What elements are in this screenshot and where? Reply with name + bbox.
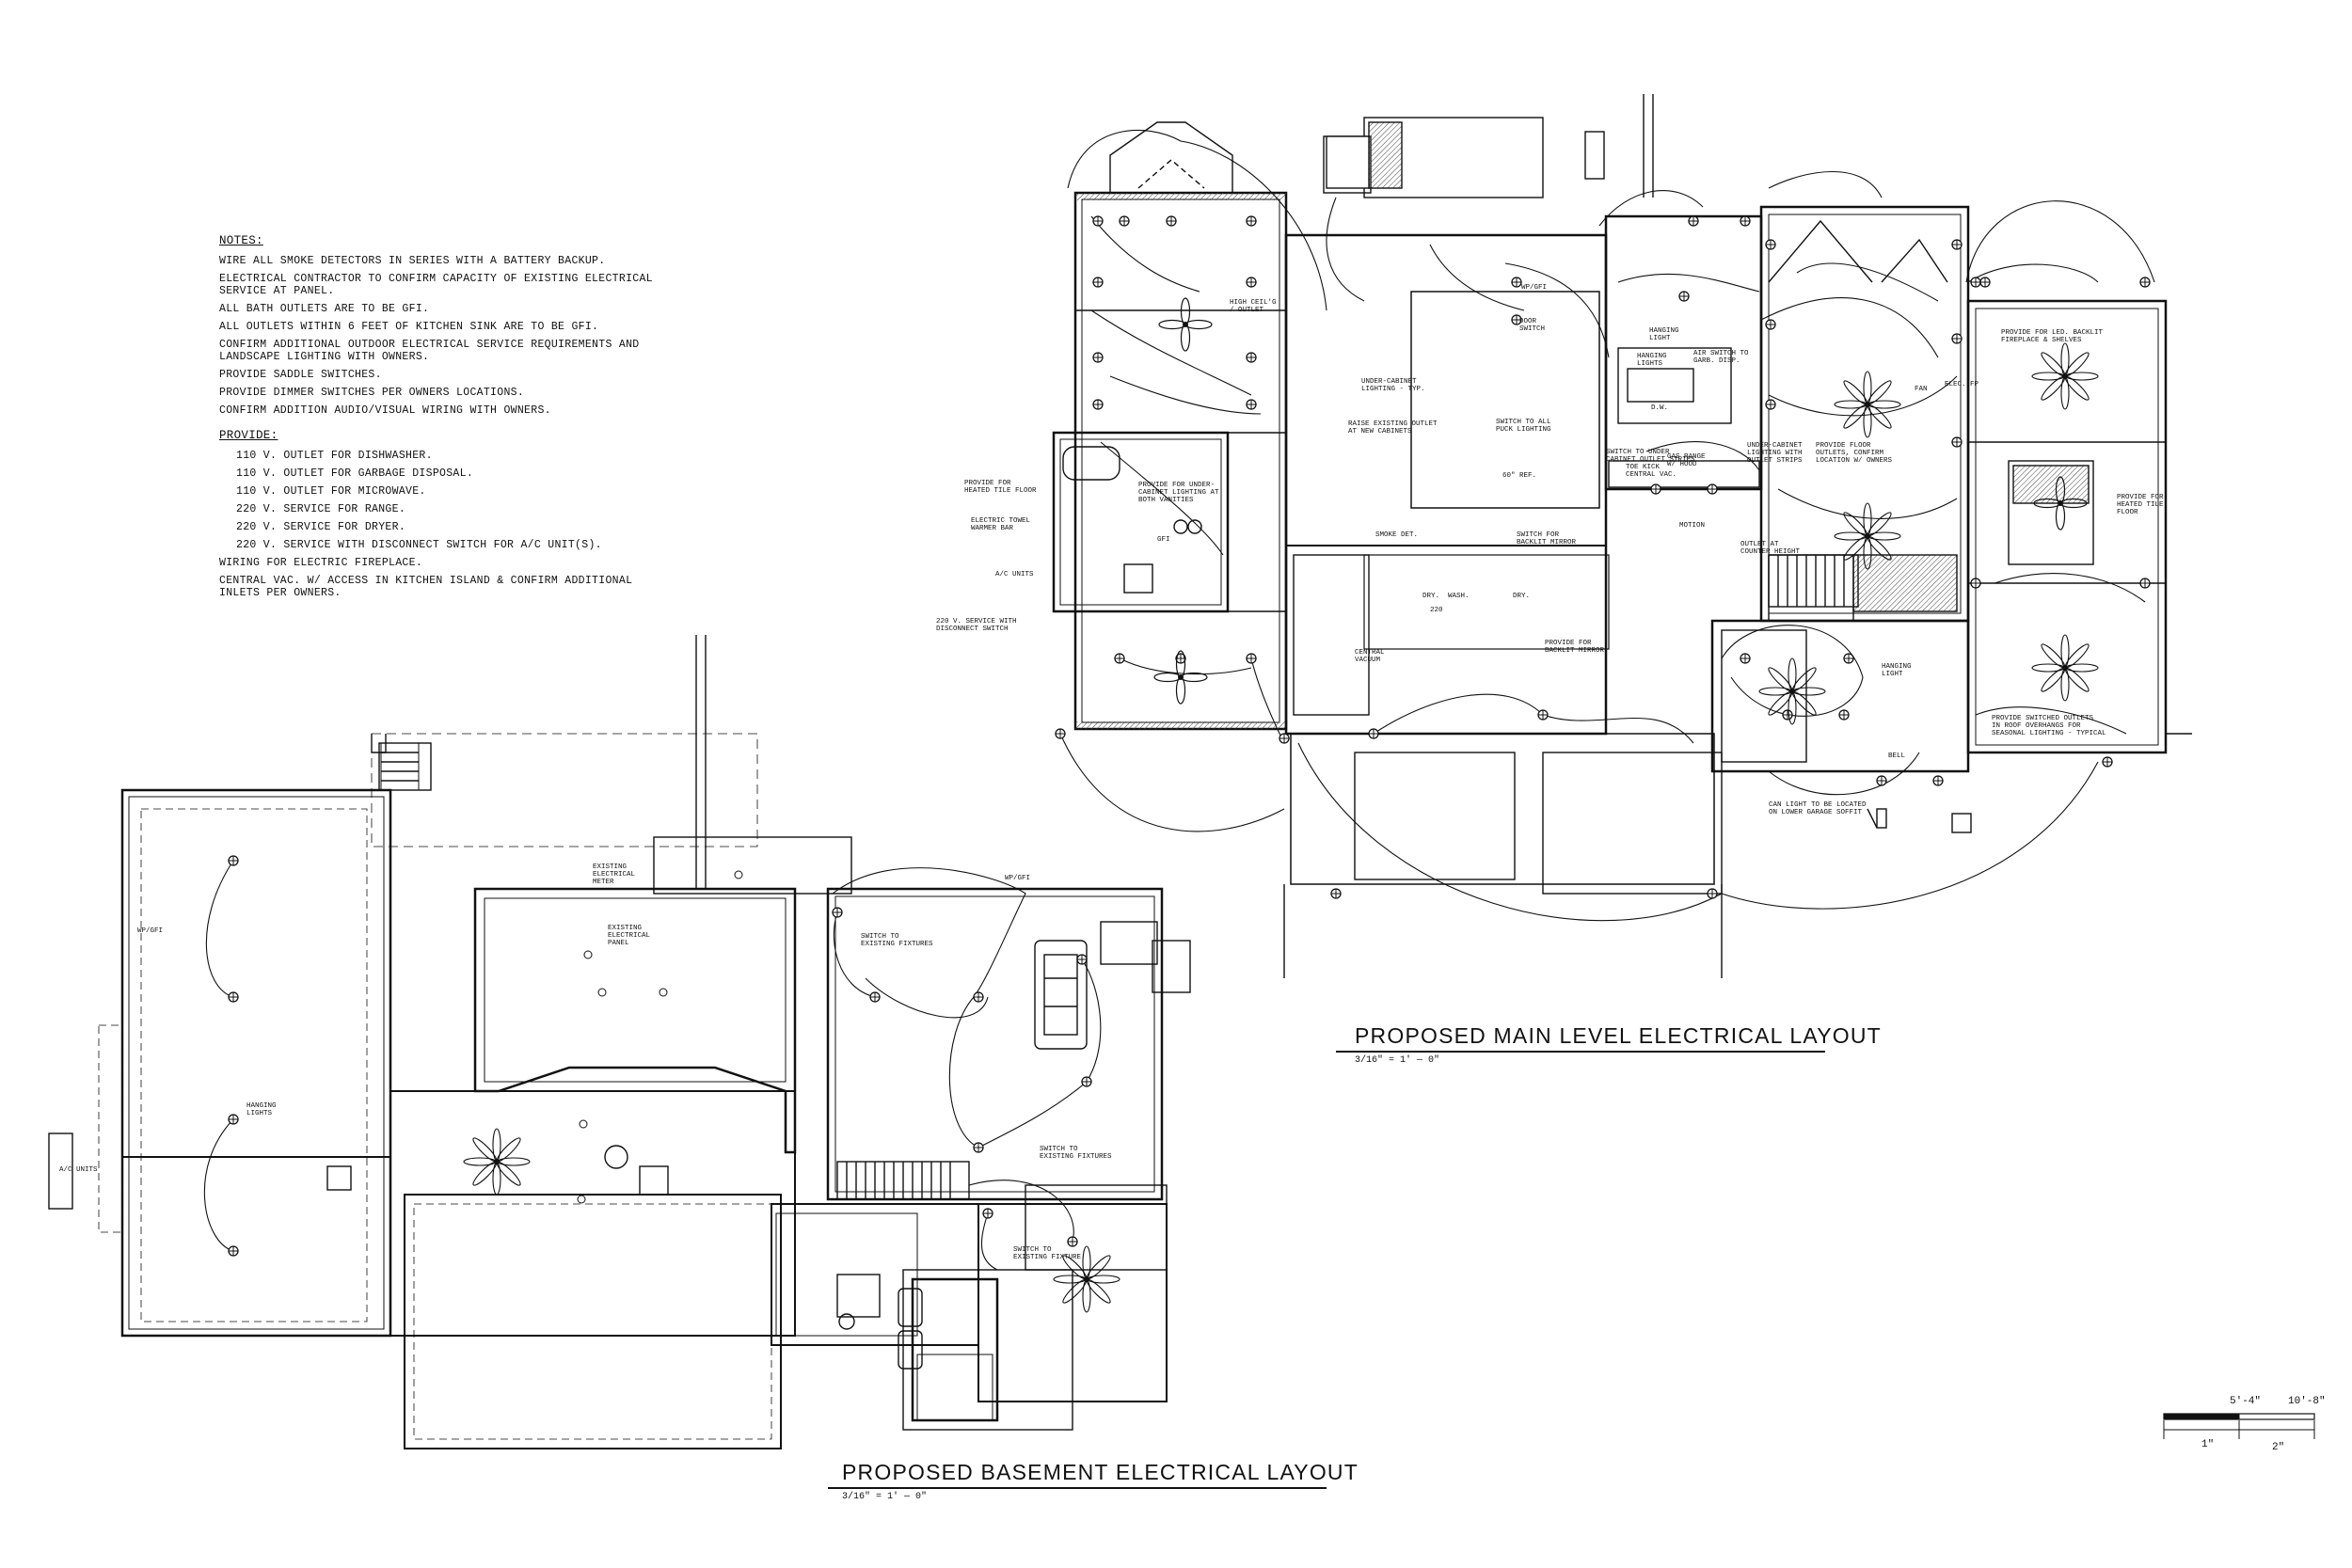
scale-bar-mark-2: 10'-8" [2288,1396,2326,1407]
notes-list: WIRE ALL SMOKE DETECTORS IN SERIES WITH … [219,255,671,417]
notes-heading: NOTES: [219,234,263,247]
provide-item: 110 V. OUTLET FOR MICROWAVE. [236,485,426,498]
basement-fixtures [228,855,1120,1313]
provide-item: CENTRAL VAC. W/ ACCESS IN KITCHEN ISLAND… [219,575,633,599]
label-central-vacuum: CENTRAL VACUUM [1355,649,1385,664]
main-level-plan [1052,94,2192,978]
main-level-circuits [1059,129,2155,922]
label-wp-gfi-top: WP/GFI [1005,875,1031,882]
label-ac-units-basement: A/C UNITS [59,1166,98,1174]
basement-circuits [203,860,1102,1271]
note-item: ELECTRICAL CONTRACTOR TO CONFIRM CAPACIT… [219,273,653,297]
label-backlit-mirror: PROVIDE FOR BACKLIT MIRROR [1545,640,1605,655]
label-switch-existing-fixture: SWITCH TO EXISTING FIXTURE [1013,1246,1082,1261]
provide-item: 220 V. SERVICE FOR DRYER. [236,521,406,533]
label-hanging-lights: HANGING LIGHTS [246,1102,277,1117]
label-wp-gfi: WP/GFI [1521,284,1548,292]
label-led-fireplace: PROVIDE FOR LED. BACKLIT FIREPLACE & SHE… [2001,329,2104,344]
label-under-cabinet-strips: UNDER-CABINET LIGHTING WITH OUTLET STRIP… [1747,442,1803,465]
label-dw: D.W. [1651,404,1669,412]
label-dry: DRY. [1513,593,1531,600]
provide-item: 220 V. SERVICE WITH DISCONNECT SWITCH FO… [236,539,602,551]
provide-item: 220 V. SERVICE FOR RANGE. [236,503,406,515]
note-item: PROVIDE SADDLE SWITCHES. [219,369,382,381]
scale-bar-inch-1: 1" [2201,1439,2215,1450]
label-high-ceiling-outlet: HIGH CEIL'G / OUTLET [1230,299,1277,314]
label-gas-range: GAS RANGE W/ HOOD [1667,453,1706,468]
label-switched-outlets: PROVIDE SWITCHED OUTLETS IN ROOF OVERHAN… [1992,715,2106,737]
label-existing-panel: EXISTING ELECTRICAL PANEL [608,925,651,947]
label-elec-fp: ELEC. FP [1945,381,1979,388]
label-can-light: CAN LIGHT TO BE LOCATED ON LOWER GARAGE … [1769,801,1867,816]
label-wp-gfi-left: WP/GFI [137,927,164,935]
notes-block: NOTES: WIRE ALL SMOKE DETECTORS IN SERIE… [219,235,671,605]
label-switch-backlit: SWITCH FOR BACKLIT MIRROR [1517,531,1577,546]
main-level-fixtures [1055,215,2151,899]
label-bell: BELL [1888,752,1906,760]
note-item: CONFIRM ADDITION AUDIO/VISUAL WIRING WIT… [219,404,551,417]
label-ac-units-main: A/C UNITS [995,571,1034,578]
label-raise-outlet: RAISE EXISTING OUTLET AT NEW CABINETS [1348,420,1438,436]
label-door-switch: DOOR SWITCH [1519,318,1546,333]
basement-title: PROPOSED BASEMENT ELECTRICAL LAYOUT [842,1460,1359,1484]
label-switch-puck: SWITCH TO ALL PUCK LIGHTING [1496,419,1551,434]
main-level-title: PROPOSED MAIN LEVEL ELECTRICAL LAYOUT [1355,1023,1882,1048]
label-switch-under-cabinet: SWITCH TO UNDER CABINET OUTLET STRIPS [1606,449,1695,464]
label-towel-warmer: ELECTRIC TOWEL WARMER BAR [971,517,1031,532]
scale-bar-graphic [2163,1413,2315,1439]
label-floor-outlets: PROVIDE FLOOR OUTLETS, CONFIRM LOCATION … [1816,442,1893,465]
label-toe-kick-vac: TOE KICK CENTRAL VAC. [1626,464,1677,479]
note-item: CONFIRM ADDITIONAL OUTDOOR ELECTRICAL SE… [219,339,640,363]
provide-item: WIRING FOR ELECTRIC FIREPLACE. [219,557,423,569]
scale-bar-mark-1: 5'-4" [2230,1396,2262,1407]
provide-item: 110 V. OUTLET FOR DISHWASHER. [236,450,433,462]
label-220: 220 [1430,607,1443,614]
basement-scale: 3/16" = 1' — 0" [842,1492,928,1502]
label-ref: 60" REF. [1502,472,1537,480]
label-under-cabinet-typ: UNDER-CABINET LIGHTING - TYP. [1361,378,1425,393]
label-dry-wash: DRY. WASH. [1422,593,1470,600]
label-existing-meter: EXISTING ELECTRICAL METER [593,863,636,886]
provide-heading: PROVIDE: [219,429,278,442]
label-220-disconnect: 220 V. SERVICE WITH DISCONNECT SWITCH [936,618,1017,633]
scale-bar-inch-2: 2" [2272,1442,2285,1453]
provide-list: 110 V. OUTLET FOR DISHWASHER. 110 V. OUT… [219,450,671,599]
label-gfi: GFI [1157,536,1170,544]
note-item: ALL OUTLETS WITHIN 6 FEET OF KITCHEN SIN… [219,321,599,333]
label-hanging-lights-kitchen: HANGING LIGHTS [1637,353,1667,368]
basement-plan [48,635,1191,1449]
label-under-cabinet-vanities: PROVIDE FOR UNDER- CABINET LIGHTING AT B… [1138,482,1219,504]
main-level-scale: 3/16" = 1' — 0" [1355,1055,1440,1066]
provide-item: 110 V. OUTLET FOR GARBAGE DISPOSAL. [236,467,474,480]
label-motion: MOTION [1679,522,1706,530]
label-outlet-counter: OUTLET AT COUNTER HEIGHT [1740,541,1801,556]
label-heated-tile-floor-right: PROVIDE FOR HEATED TILE FLOOR [2117,494,2164,516]
note-item: ALL BATH OUTLETS ARE TO BE GFI. [219,303,430,315]
label-switch-existing-mid: SWITCH TO EXISTING FIXTURES [1040,1146,1112,1161]
basement-title-rule [828,1487,1327,1489]
note-item: PROVIDE DIMMER SWITCHES PER OWNERS LOCAT… [219,387,525,399]
label-fan: FAN [1915,386,1928,393]
label-heated-tile-floor-left: PROVIDE FOR HEATED TILE FLOOR [964,480,1037,495]
main-level-title-rule [1336,1051,1825,1053]
label-hanging-light-right: HANGING LIGHT [1882,663,1912,678]
label-air-switch: AIR SWITCH TO GARB. DISP. [1693,350,1749,365]
label-switch-existing-top: SWITCH TO EXISTING FIXTURES [861,933,933,948]
note-item: WIRE ALL SMOKE DETECTORS IN SERIES WITH … [219,255,606,267]
label-hanging-light-top: HANGING LIGHT [1649,327,1679,342]
label-smoke-det: SMOKE DET. [1375,531,1419,539]
